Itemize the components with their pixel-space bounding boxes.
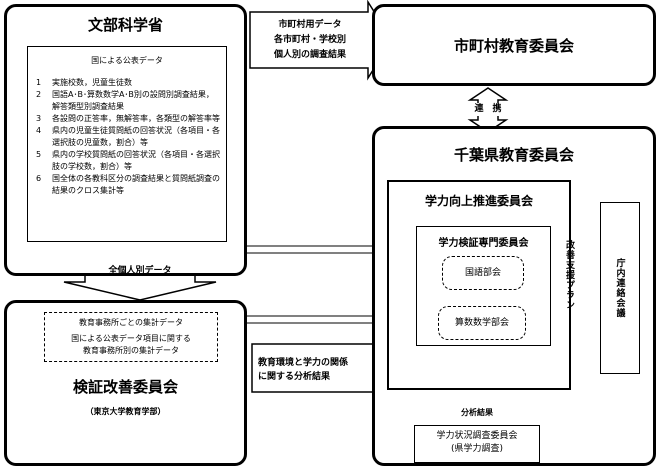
math-section: 算数数学部会 (438, 306, 526, 340)
math-section-label: 算数数学部会 (454, 317, 509, 328)
verify-data-line1: 教育事務所ごとの集計データ (79, 318, 183, 327)
liaison-council-box: 庁内連絡会議 (600, 202, 640, 374)
municipal-data-label: 市町村用データ 各市町村・学校別 個人別の調査結果 (273, 20, 346, 60)
survey-committee-box: 学力状況調査委員会 (県学力調査) (414, 425, 540, 463)
analysis-arrow-label: 教育環境と学力の関係 に関する分析結果 (258, 358, 349, 382)
verify-committee-subtitle: （東京大学教育学部） (85, 407, 166, 416)
municipal-board-title: 市町村教育委員会 (453, 36, 574, 55)
promotion-committee-title: 学力向上推進委員会 (424, 194, 533, 208)
japanese-section: 国語部会 (442, 256, 524, 290)
survey-committee-line1: 学力状況調査委員会 (436, 431, 518, 441)
all-data-label: 全個人別データ (108, 266, 172, 276)
verify-data-line3: 教育事務所別の集計データ (83, 346, 179, 355)
chiba-board-title: 千葉県教育委員会 (453, 146, 574, 164)
japanese-section-label: 国語部会 (464, 267, 501, 278)
analysis-results-label: 分析結果 (461, 408, 493, 417)
verify-data-panel: 教育事務所ごとの集計データ 国による公表データ項目に関する 教育事務所別の集計デ… (44, 312, 218, 362)
survey-committee-line2: (県学力調査) (450, 444, 504, 454)
mext-title: 文部科学省 (87, 16, 163, 34)
liaison-council-label: 庁内連絡会議 (614, 258, 625, 318)
verify-committee-title: 検証改善委員会 (72, 378, 178, 396)
public-data-title: 国による公表データ (91, 56, 163, 65)
municipal-board-box: 市町村教育委員会 (372, 4, 656, 86)
liaison-label: 連 携 (472, 103, 504, 116)
expert-committee-title: 学力検証専門委員会 (438, 238, 529, 249)
support-plan-label: 改善支援プラン (564, 240, 574, 310)
verify-data-line2: 国による公表データ項目に関する (71, 334, 191, 343)
